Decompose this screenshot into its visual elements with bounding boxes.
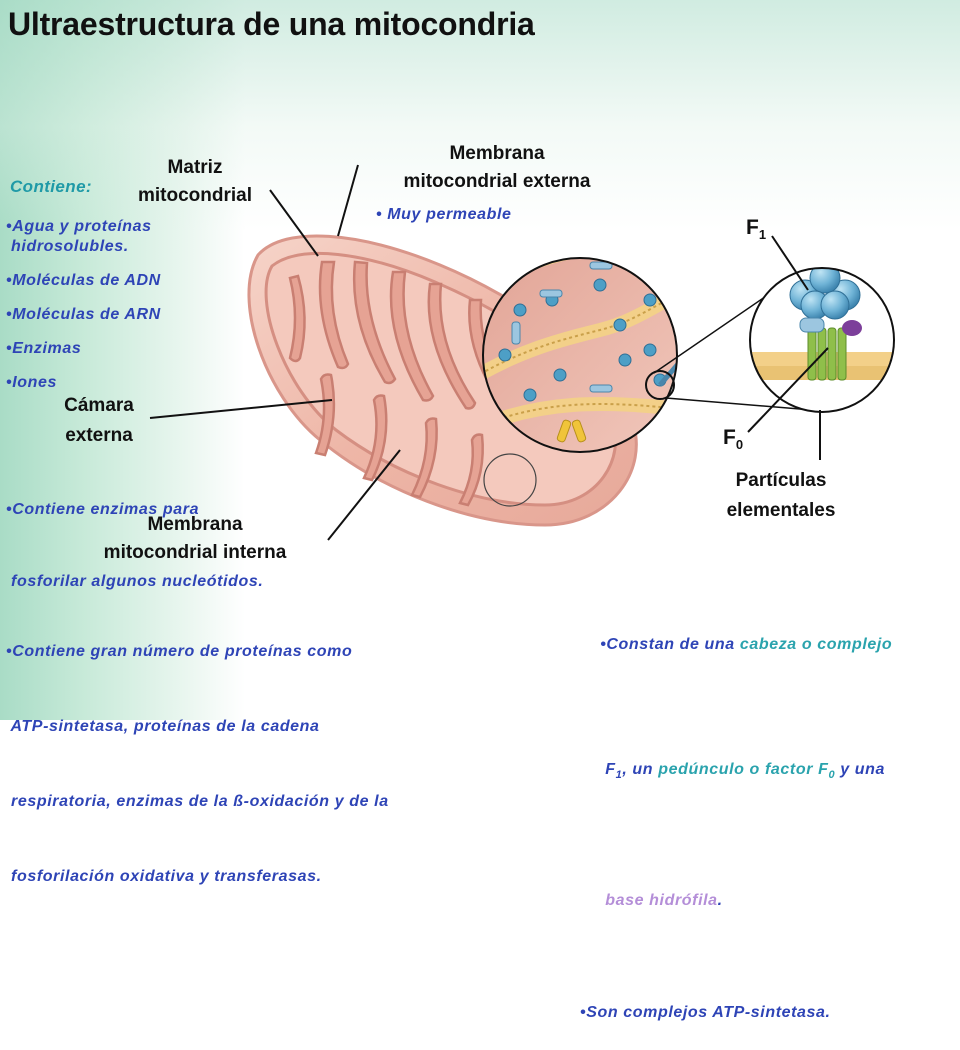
inner-membrane-note-line3: respiratoria, enzimas de la ß-oxidación … bbox=[6, 793, 389, 810]
particles-note-line3: base hidrófila. bbox=[580, 863, 892, 938]
particles-note-base: base hidrófila bbox=[600, 892, 718, 910]
particles-note-stalk: pedúnculo o factor F bbox=[658, 761, 829, 778]
page-title: Ultraestructura de una mitocondria bbox=[8, 6, 535, 42]
label-outer-chamber: Cámara externa bbox=[44, 391, 154, 451]
label-matrix-line1: Matriz bbox=[167, 157, 223, 178]
particles-note-text: , un bbox=[622, 761, 659, 778]
label-f1-letter: F bbox=[746, 216, 759, 239]
label-f1: F1 bbox=[746, 216, 766, 242]
label-inner-membrane-line1: Membrana bbox=[147, 514, 243, 535]
particles-note-line4: •Son complejos ATP-sintetasa. bbox=[580, 1004, 831, 1022]
particles-note-line2: F1, un pedúnculo o factor F0 y una bbox=[580, 732, 892, 813]
matrix-content-item: hidrosolubles. bbox=[6, 238, 129, 255]
particles-note-text: y una bbox=[835, 761, 885, 778]
outer-chamber-note: •Contiene enzimas para fosforilar alguno… bbox=[6, 450, 263, 618]
outer-chamber-note-line1: •Contiene enzimas para bbox=[6, 501, 200, 518]
zoom-source-circle bbox=[483, 453, 537, 507]
matrix-content-item: •Moléculas de ARN bbox=[6, 306, 161, 323]
label-f0-sub: 0 bbox=[735, 437, 744, 453]
particles-note: •Constan de una cabeza o complejo F1, un… bbox=[580, 557, 892, 1050]
label-outer-chamber-line2: externa bbox=[65, 425, 133, 446]
label-particles: Partículas elementales bbox=[696, 466, 866, 526]
label-particles-line1: Partículas bbox=[735, 470, 827, 491]
inner-membrane-note-line2: ATP-sintetasa, proteínas de la cadena bbox=[6, 718, 320, 735]
atp-synthase-circle bbox=[749, 267, 895, 413]
particles-note-text: . bbox=[717, 892, 723, 910]
pointer-lines bbox=[149, 164, 829, 541]
label-inner-membrane: Membrana mitocondrial interna bbox=[60, 511, 330, 567]
matrix-content-item: •Agua y proteínas bbox=[6, 218, 152, 235]
label-matrix: Matriz mitocondrial bbox=[100, 154, 290, 210]
particle-highlight-circle bbox=[645, 370, 675, 400]
label-particles-line2: elementales bbox=[726, 500, 836, 521]
particles-note-line1: •Constan de una cabeza o complejo bbox=[580, 607, 892, 682]
label-f0-letter: F bbox=[723, 426, 736, 449]
label-outer-membrane-line1: Membrana bbox=[449, 143, 545, 164]
mitochondrion-illustration bbox=[149, 164, 895, 541]
particles-note-head: cabeza o complejo bbox=[739, 636, 893, 653]
inner-membrane-note-line1: •Contiene gran número de proteínas como bbox=[6, 643, 353, 660]
label-outer-membrane: Membrana mitocondrial externa bbox=[362, 140, 632, 196]
matrix-content-item: •Enzimas bbox=[6, 340, 82, 357]
label-f1-sub: 1 bbox=[758, 227, 767, 243]
label-outer-membrane-line2: mitocondrial externa bbox=[403, 171, 591, 192]
matrix-contents-list: •Agua y proteínas hidrosolubles. •Molécu… bbox=[6, 217, 161, 393]
particles-note-sub: 0 bbox=[828, 769, 836, 782]
matrix-content-item: •Iones bbox=[6, 374, 57, 391]
matrix-content-item: •Moléculas de ADN bbox=[6, 272, 161, 289]
contains-heading: Contiene: bbox=[10, 177, 92, 196]
label-outer-chamber-line1: Cámara bbox=[64, 395, 134, 416]
outer-chamber-note-line2: fosforilar algunos nucleótidos. bbox=[6, 573, 264, 590]
inner-membrane-note: •Contiene gran número de proteínas como … bbox=[6, 589, 389, 914]
outer-membrane-note: • Muy permeable bbox=[376, 206, 512, 223]
particles-note-text: •Constan de una bbox=[600, 636, 740, 653]
background-gradient-top bbox=[0, 0, 960, 230]
inner-membrane-note-line4: fosforilación oxidativa y transferasas. bbox=[6, 868, 322, 885]
label-f0: F0 bbox=[723, 426, 743, 452]
label-inner-membrane-line2: mitocondrial interna bbox=[103, 542, 287, 563]
particles-note-sub: 1 bbox=[615, 769, 623, 782]
label-matrix-line2: mitocondrial bbox=[137, 185, 252, 206]
particles-note-text: F bbox=[600, 761, 616, 778]
